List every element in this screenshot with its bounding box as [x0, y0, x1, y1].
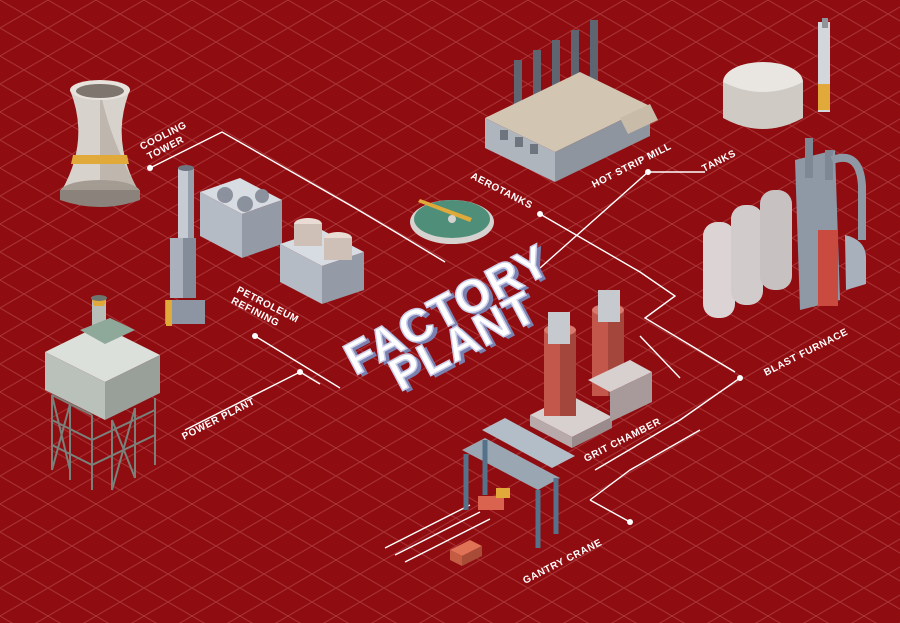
gantry-crane-icon [450, 418, 575, 566]
connector-petroleum-refining [254, 335, 341, 389]
connector-blast-furnace [594, 377, 741, 471]
connector-gantry-crane [589, 499, 631, 523]
air-coolers-icon [200, 178, 364, 304]
chimney-icon [165, 165, 205, 326]
blast-furnace-icon [703, 138, 866, 318]
cooling-tower-icon [60, 80, 140, 207]
connector-power-plant [299, 371, 321, 385]
connector-cooling-tower [149, 131, 446, 263]
grit-chamber-icon [530, 290, 652, 448]
aerotank-icon [410, 199, 494, 244]
connector-lines [147, 131, 743, 563]
hot-strip-mill-icon [485, 20, 658, 182]
connector-grit-chamber [639, 335, 681, 379]
storage-tank-icon [723, 18, 830, 129]
power-plant-icon [45, 295, 160, 491]
connector-aerotanks [539, 213, 736, 373]
